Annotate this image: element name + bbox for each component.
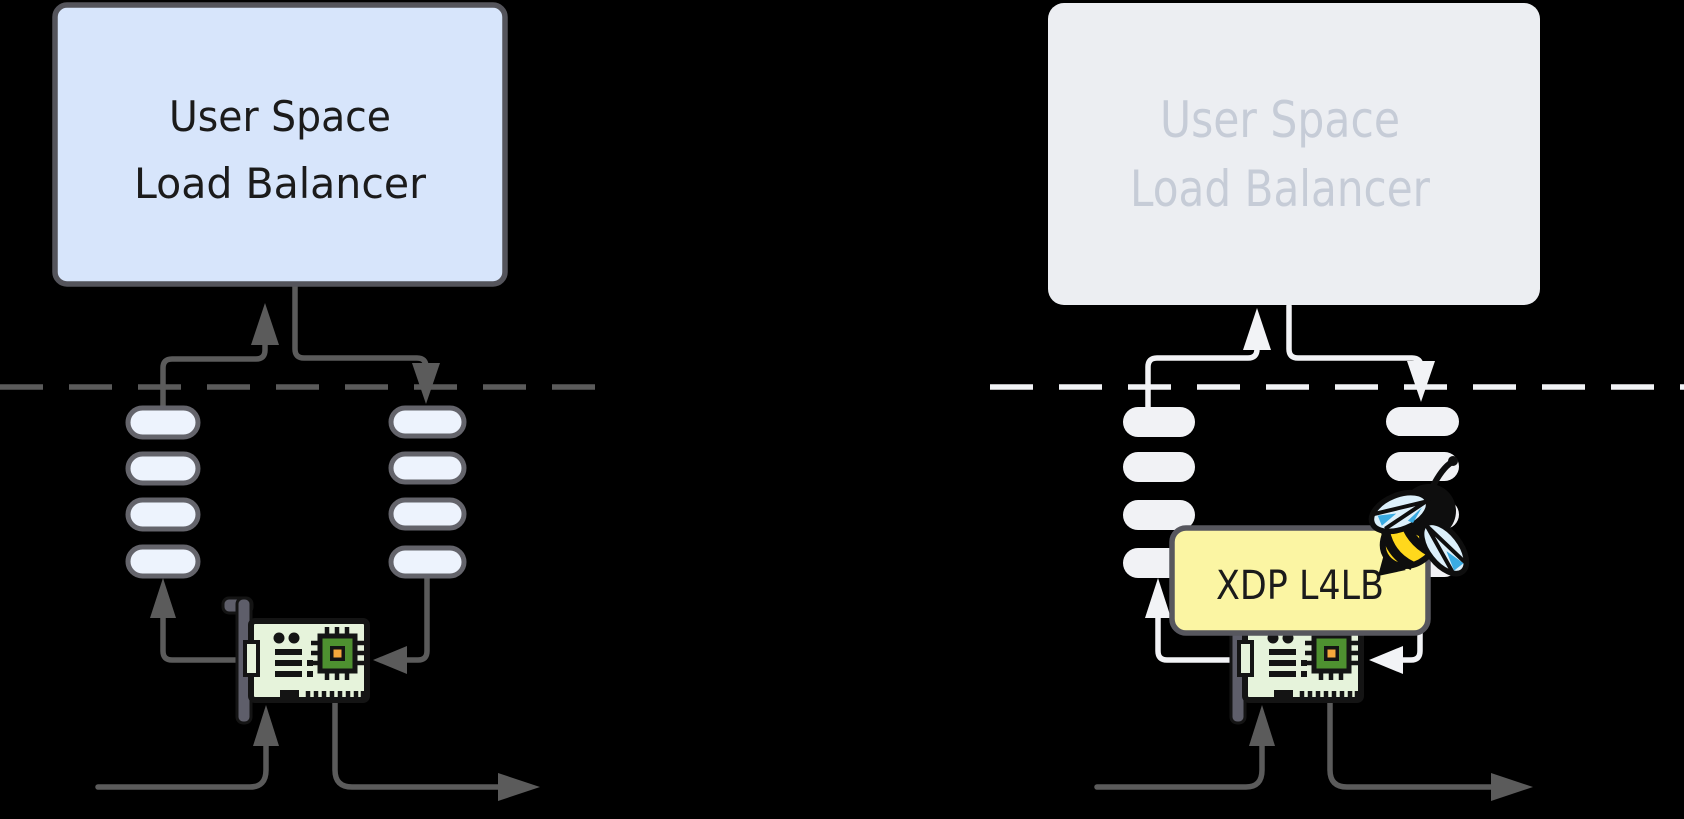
user-space-lb-label-left-line2: Load Balancer [134,159,427,208]
stack-layer-pill [388,451,467,485]
tx-arrow-right [1286,303,1435,402]
xdp-to-nic-arrow-right [1369,627,1423,674]
ingress-arrow-left [95,705,279,790]
rx-arrow-right [1145,308,1271,410]
user-space-lb-box-right [1048,3,1540,305]
stack-layer-pill [125,497,201,532]
user-space-lb-label-right-line1: User Space [1160,91,1400,149]
stack-layer-pill [1123,500,1195,530]
stack-layer-pill [1123,452,1195,482]
xdp-l4lb-label: XDP L4LB [1216,563,1384,609]
network-stack-tx-left [388,405,467,579]
stack-layer-pill [388,405,467,439]
rx-arrow-left [160,303,279,411]
stack-layer-pill [125,405,201,440]
nic-to-stack-arrow-right [1145,578,1240,663]
xdp-l4lb-box [1169,525,1431,636]
stack-to-nic-arrow-left [373,574,430,674]
tx-arrow-left [292,282,440,404]
network-stack-rx-right [1123,407,1195,578]
egress-arrow-left [332,698,540,801]
stack-layer-pill [1386,407,1459,436]
stack-layer-pill [125,544,201,579]
nic-to-stack-arrow-left [150,578,245,663]
ebpf-bee-icon [1368,456,1470,577]
stack-layer-pill [125,451,201,486]
egress-arrow-right [1327,698,1533,801]
stack-layer-pill [1123,407,1195,437]
ingress-arrow-right [1094,705,1275,790]
stack-layer-pill [388,497,467,531]
stack-layer-pill [388,545,467,579]
user-space-lb-box-left [52,2,508,287]
network-stack-rx-left [125,405,201,579]
nic-icon-left [223,598,367,723]
user-space-lb-label-right-line2: Load Balancer [1130,160,1430,218]
user-space-lb-label-left-line1: User Space [169,92,391,141]
